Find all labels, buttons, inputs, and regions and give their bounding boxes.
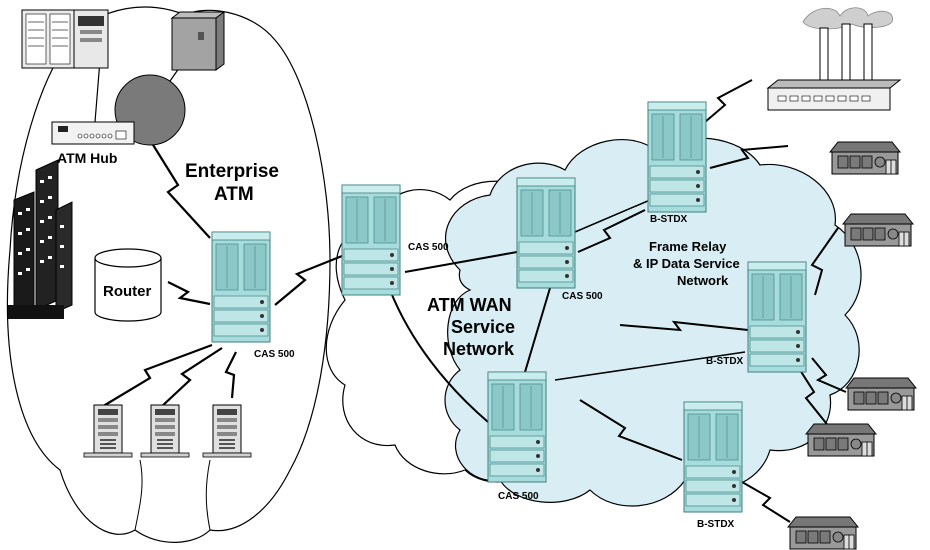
branch-building-icon <box>805 423 877 457</box>
frame-relay-label-line2: & IP Data Service <box>633 256 740 271</box>
cas-top-label: CAS 500 <box>562 291 603 302</box>
router-icon <box>94 248 162 322</box>
branch-building-icon <box>845 377 917 411</box>
atm-wan-label-line2: Service <box>451 317 515 337</box>
enterprise-atm-label-line2: ATM <box>214 184 254 205</box>
enterprise-atm-label-line1: Enterprise <box>185 161 279 182</box>
frame-relay-label-line1: Frame Relay <box>649 239 727 254</box>
office-tower-icon <box>8 159 73 319</box>
branch-building-icon <box>842 213 914 247</box>
factory-icon <box>766 7 902 111</box>
atm-hub-label: ATM Hub <box>57 150 117 166</box>
branch-building-icon <box>829 141 901 175</box>
atm-wan-label-line3: Network <box>443 339 515 359</box>
atm-wan-label-line1: ATM WAN <box>427 295 512 315</box>
bstdx-bottom-switch-icon <box>683 401 743 513</box>
rack-server-icon <box>21 9 109 69</box>
cas-bottom-label: CAS 500 <box>498 491 539 502</box>
cas500-top-switch-icon <box>516 177 576 289</box>
mainframe-icon <box>170 11 226 71</box>
cas500-bottom-switch-icon <box>487 371 547 483</box>
connections <box>389 79 847 523</box>
bstdx-top-switch-icon <box>647 101 707 213</box>
cas-left-label: CAS 500 <box>408 242 449 253</box>
bstdx-bottom-label: B-STDX <box>697 519 735 530</box>
bstdx-top-label: B-STDX <box>650 214 688 225</box>
cas500-left-switch-icon <box>341 184 401 296</box>
frame-relay-label-line3: Network <box>677 273 729 288</box>
branch-building-icon <box>787 516 859 550</box>
bstdx-right-label: B-STDX <box>706 356 744 367</box>
cas-enterprise-label: CAS 500 <box>254 349 295 360</box>
cas500-enterprise-switch-icon <box>211 231 271 343</box>
atm-hub-device-icon <box>51 121 135 145</box>
bstdx-right-switch-icon <box>747 261 807 373</box>
router-label: Router <box>103 283 151 300</box>
